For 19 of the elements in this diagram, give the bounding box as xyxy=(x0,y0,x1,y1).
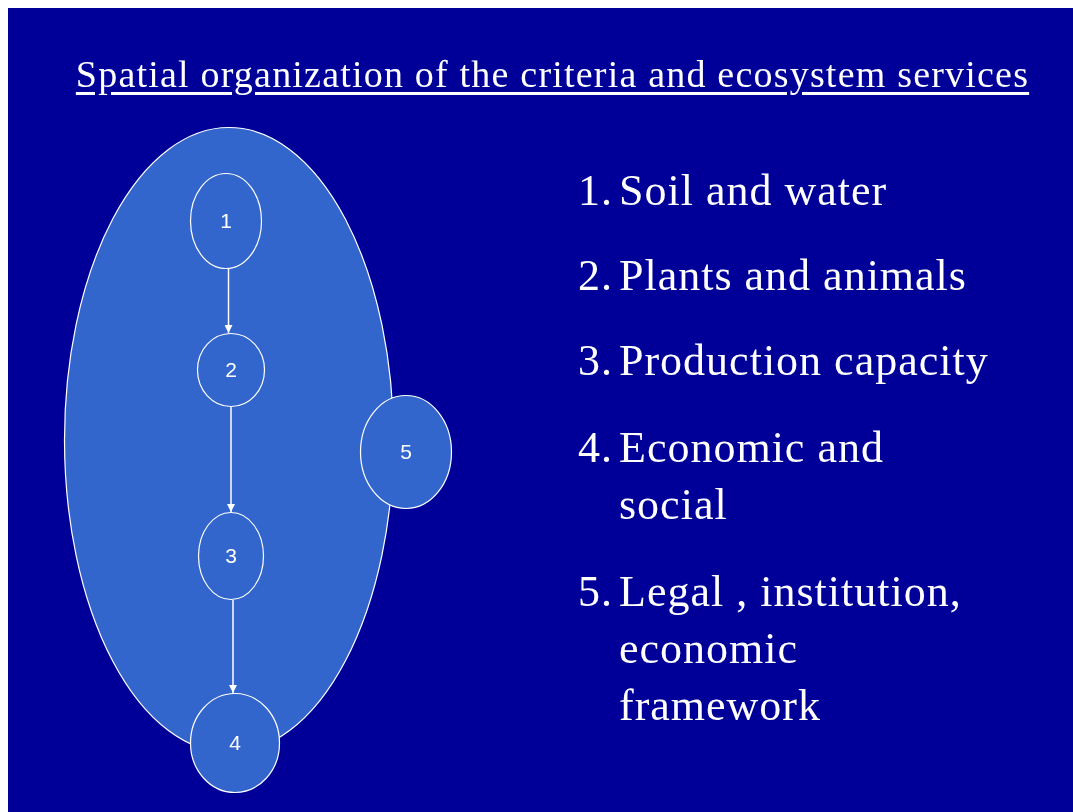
list-item-text: Production capacity xyxy=(619,335,990,387)
list-number: 4. xyxy=(578,422,613,474)
node-number: 4 xyxy=(229,731,241,755)
list-item-text: Economic and social xyxy=(619,422,885,531)
list-item-text: Soil and water xyxy=(619,165,889,217)
slide-title: Spatial organization of the criteria and ecosystem services xyxy=(74,52,1031,96)
list-number: 2. xyxy=(578,250,613,302)
node-number: 5 xyxy=(400,440,412,464)
arrow xyxy=(227,406,235,513)
list-item-text: Plants and animals xyxy=(619,250,968,302)
arrow xyxy=(229,599,237,694)
arrow xyxy=(224,268,233,334)
list-number: 3. xyxy=(578,335,613,387)
list-number: 5. xyxy=(578,566,613,618)
list-number: 1. xyxy=(578,165,613,217)
node-number: 3 xyxy=(225,544,237,568)
list-item-text: Legal , institution, economic framework xyxy=(619,566,963,732)
node-number: 1 xyxy=(220,209,232,233)
node-number: 2 xyxy=(225,358,237,382)
